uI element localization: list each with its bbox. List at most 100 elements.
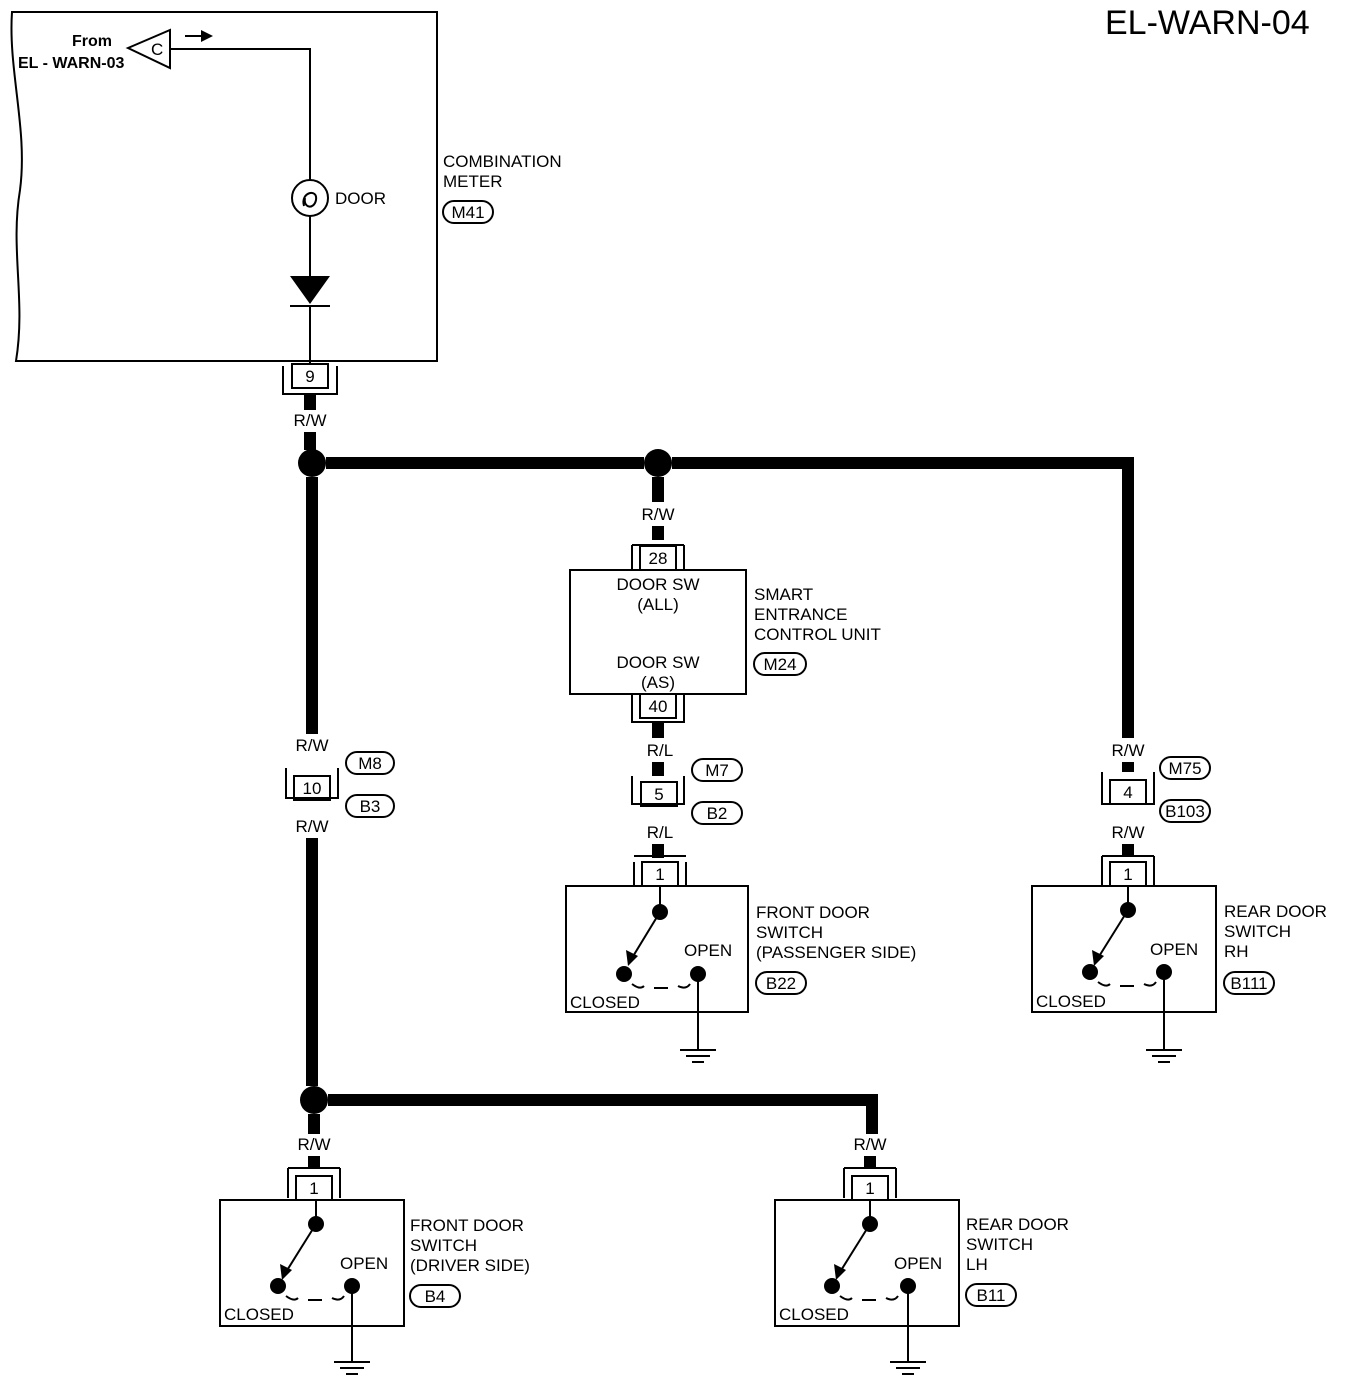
wire-color-rw-4: R/W (641, 505, 674, 524)
connector-b4-badge (409, 1284, 461, 1308)
rr-ground-icon (1146, 1049, 1182, 1063)
joint-10-box (293, 775, 331, 801)
fp-label-2: SWITCH (756, 923, 823, 942)
rl-switch-blade (839, 1223, 871, 1273)
connector-m8-badge (345, 751, 395, 775)
rr-terminal-label: 1 (1123, 865, 1132, 884)
smart-entrance-label-2: ENTRANCE (754, 605, 848, 624)
combination-meter-label-2: METER (443, 172, 503, 191)
connector-m75-badge (1159, 756, 1211, 780)
rl-label-1: REAR DOOR (966, 1215, 1069, 1234)
fp-open-label: OPEN (684, 941, 732, 960)
door-sw-as-label-1: DOOR SW (616, 653, 699, 672)
from-source-label: EL - WARN-03 (18, 55, 124, 72)
joint-5-box (640, 781, 678, 807)
meter-internal-wire-top (170, 48, 311, 180)
terminal-28-label: 28 (649, 549, 668, 568)
fd-label-1: FRONT DOOR (410, 1216, 524, 1235)
rl-ground-icon (890, 1361, 926, 1375)
fp-closed-contact (616, 966, 632, 982)
connector-b103-badge (1159, 799, 1211, 823)
splice-lower-left (300, 1086, 328, 1114)
wire-color-rl-2: R/L (647, 823, 673, 842)
front-passenger-switch-box (565, 885, 749, 1013)
wire-color-rw-3: R/W (295, 817, 328, 836)
rr-label-1: REAR DOOR (1224, 902, 1327, 921)
rear-lh-switch-box (774, 1199, 960, 1327)
terminal-40-box (639, 693, 677, 719)
rl-terminal-bracket (843, 1167, 897, 1198)
wire-color-rw-6: R/W (1111, 823, 1144, 842)
rl-terminal-label: 1 (865, 1179, 874, 1198)
fd-label-3: (DRIVER SIDE) (410, 1256, 530, 1275)
smart-entrance-label-1: SMART (754, 585, 813, 604)
smart-entrance-label-3: CONTROL UNIT (754, 625, 881, 644)
wire-color-rw-8: R/W (853, 1135, 886, 1154)
rl-open-label: OPEN (894, 1254, 942, 1273)
rr-label-2: SWITCH (1224, 922, 1291, 941)
fd-closed-label: CLOSED (224, 1305, 294, 1324)
from-connector-letter: C (151, 40, 163, 59)
fp-closed-label: CLOSED (570, 993, 640, 1012)
rr-switch-blade (1097, 909, 1129, 959)
rr-closed-contact (1082, 964, 1098, 980)
wire-color-rl-1: R/L (647, 741, 673, 760)
fd-terminal-bracket (287, 1167, 341, 1198)
rear-rh-switch-box (1031, 885, 1217, 1013)
fp-label-1: FRONT DOOR (756, 903, 870, 922)
rr-closed-label: CLOSED (1036, 992, 1106, 1011)
connector-m41-badge (442, 200, 494, 224)
connector-b111-label: B111 (1230, 974, 1267, 993)
joint-4-box (1109, 779, 1147, 805)
fd-closed-contact (270, 1278, 286, 1294)
fp-terminal-bracket (633, 855, 687, 886)
connector-b22-label: B22 (766, 974, 796, 993)
splice-main-center (644, 449, 672, 477)
rl-closed-contact (824, 1278, 840, 1294)
joint-5-label: 5 (654, 785, 663, 804)
wire-color-rw-2: R/W (295, 736, 328, 755)
connector-b111-badge (1223, 971, 1275, 995)
fd-dashed-link (285, 1295, 345, 1301)
connector-b103-label: B103 (1165, 802, 1205, 821)
fp-dashed-link (631, 983, 691, 989)
door-lamp-label: DOOR (335, 189, 386, 208)
wire-color-rw-5: R/W (1111, 741, 1144, 760)
wire-bus-right (672, 457, 1134, 738)
from-label: From (72, 33, 112, 50)
front-driver-switch-box (219, 1199, 405, 1327)
fp-switch-blade (631, 911, 661, 959)
combination-meter-label-1: COMBINATION (443, 152, 562, 171)
door-sw-all-label-1: DOOR SW (616, 575, 699, 594)
joint-10-label: 10 (303, 779, 322, 798)
connector-b22-badge (755, 971, 807, 995)
connector-m75-label: M75 (1168, 759, 1201, 778)
rr-open-label: OPEN (1150, 940, 1198, 959)
connector-b2-badge (691, 801, 743, 825)
connector-b2-label: B2 (707, 804, 728, 823)
fp-label-3: (PASSENGER SIDE) (756, 943, 916, 962)
door-sw-all-label-2: (ALL) (637, 595, 679, 614)
rl-dashed-link (839, 1295, 899, 1301)
connector-b4-label: B4 (425, 1287, 446, 1306)
connector-b11-badge (965, 1283, 1017, 1307)
joint-4-label: 4 (1123, 783, 1132, 802)
connector-m24-badge (753, 652, 807, 676)
rl-closed-label: CLOSED (779, 1305, 849, 1324)
lamp-filament-icon (302, 191, 318, 208)
terminal-40-label: 40 (649, 697, 668, 716)
rr-label-3: RH (1224, 942, 1249, 961)
fp-ground-icon (680, 1049, 716, 1063)
rl-label-3: LH (966, 1255, 988, 1274)
connector-b3-label: B3 (360, 797, 381, 816)
connector-m41-label: M41 (451, 203, 484, 222)
terminal-9-box (291, 363, 329, 389)
fd-switch-blade (285, 1223, 317, 1273)
combination-meter-box (10, 11, 438, 362)
rl-label-2: SWITCH (966, 1235, 1033, 1254)
terminal-9-label: 9 (305, 367, 314, 386)
connector-m24-label: M24 (763, 655, 796, 674)
rl-blade-arrowhead (834, 1264, 846, 1280)
connector-b3-badge (345, 794, 395, 818)
